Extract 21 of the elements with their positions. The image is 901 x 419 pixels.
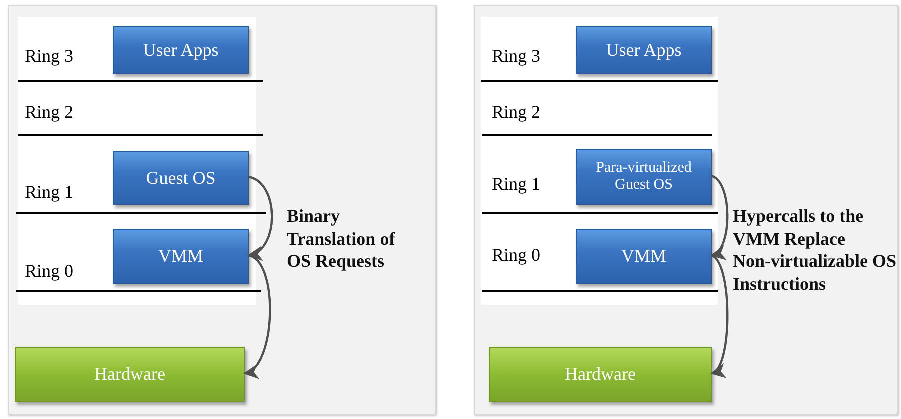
ring-label: Ring 0 [492,245,541,266]
ring-box: User Apps [576,26,712,74]
ring-label: Ring 1 [25,182,74,203]
curved-arrow [248,176,274,259]
ring-label: Ring 3 [25,46,74,67]
ring-box: VMM [113,229,249,284]
ring-label: Ring 1 [492,174,541,195]
ring-label: Ring 2 [25,102,74,123]
ring-box: Guest OS [113,151,249,205]
ring-box: User Apps [113,26,249,74]
ring-label: Ring 2 [492,102,541,123]
ring-label: Ring 3 [492,46,541,67]
hardware-box: Hardware [15,347,245,402]
hardware-box: Hardware [489,347,712,402]
ring-box: Para-virtualized Guest OS [576,149,712,205]
diagram-panel [8,5,436,415]
annotation-text: Binary Translation of OS Requests [287,205,396,272]
diagram-panel [474,5,898,415]
ring-box: VMM [576,229,712,284]
annotation-text: Hypercalls to the VMM Replace Non-virtualizable OS Instructions [733,205,898,295]
ring-label: Ring 0 [25,261,74,282]
